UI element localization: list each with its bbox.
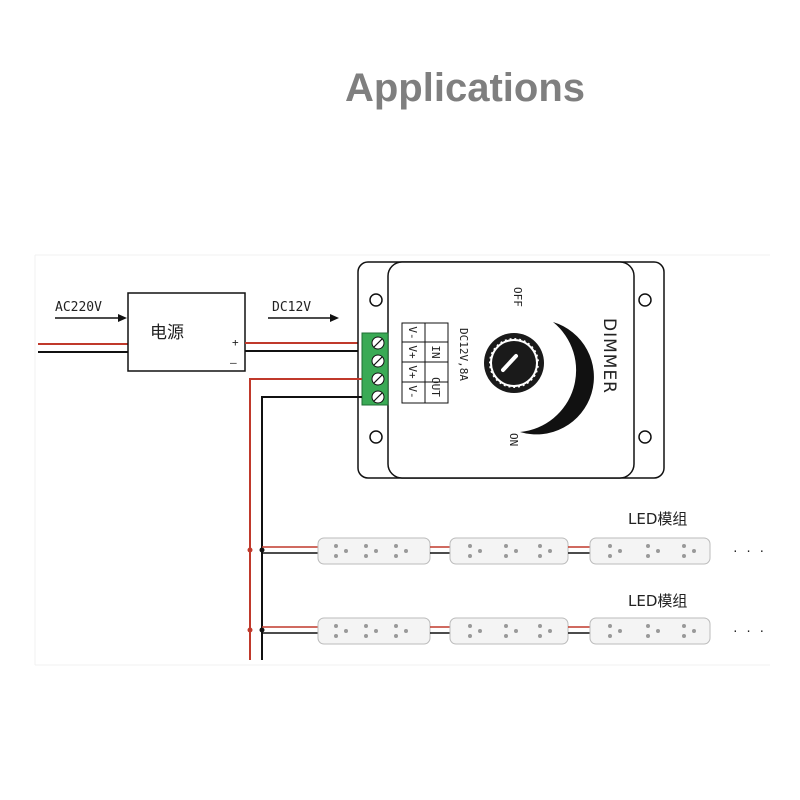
led-module xyxy=(449,537,569,565)
led-module xyxy=(317,617,431,645)
led-row-ellipsis: · · · xyxy=(732,545,765,558)
mount-hole-bottom-left xyxy=(369,430,383,444)
mount-hole-top-left xyxy=(369,293,383,307)
dimmer-knob-face xyxy=(492,341,536,385)
dimmer-unit: IN OUT V- V+ V+ V- DC12V,8A OFF ON DIMME… xyxy=(357,261,665,479)
led-module xyxy=(317,537,431,565)
dc-output: DC12V xyxy=(245,300,362,352)
power-plus-sign: + xyxy=(232,336,239,349)
led-row-label: LED模组 xyxy=(628,592,687,610)
terminal-label: V+ xyxy=(406,345,419,359)
dc-output-label: DC12V xyxy=(272,300,311,315)
terminal-label: V+ xyxy=(406,365,419,379)
led-row: LED模组 · · · xyxy=(247,592,765,645)
dimmer-knob-pointer xyxy=(501,354,518,372)
led-row-ellipsis: · · · xyxy=(732,625,765,638)
ac-input-arrowhead xyxy=(118,314,127,322)
dc-output-arrowhead xyxy=(330,314,339,322)
terminal-label: V- xyxy=(406,385,419,398)
power-supply: 电源 + — xyxy=(127,292,246,372)
page-title: Applications xyxy=(344,66,586,110)
led-module xyxy=(449,617,569,645)
off-label: OFF xyxy=(511,287,524,307)
mount-hole-bottom-right xyxy=(638,430,652,444)
dimmer-title: DIMMER xyxy=(599,318,619,394)
ac-input: AC220V xyxy=(38,300,128,353)
power-minus-sign: — xyxy=(230,356,237,369)
output-wire-black xyxy=(261,396,362,660)
led-module xyxy=(589,617,711,645)
power-supply-box xyxy=(127,292,246,372)
dimmer-rating: DC12V,8A xyxy=(457,328,470,381)
ac-input-label: AC220V xyxy=(55,300,102,315)
background-grid xyxy=(34,254,770,666)
led-row-label: LED模组 xyxy=(628,510,687,528)
output-wiring xyxy=(249,378,362,660)
terminal-label: V- xyxy=(406,326,419,339)
power-supply-name: 电源 xyxy=(150,323,184,343)
out-label: OUT xyxy=(429,377,442,397)
led-row: LED模组 · · · xyxy=(247,510,765,565)
mount-hole-top-right xyxy=(638,293,652,307)
brightness-arc xyxy=(520,322,594,435)
in-label: IN xyxy=(429,345,442,358)
led-module xyxy=(589,537,711,565)
output-wire-red xyxy=(249,378,362,660)
on-label: ON xyxy=(507,433,520,446)
